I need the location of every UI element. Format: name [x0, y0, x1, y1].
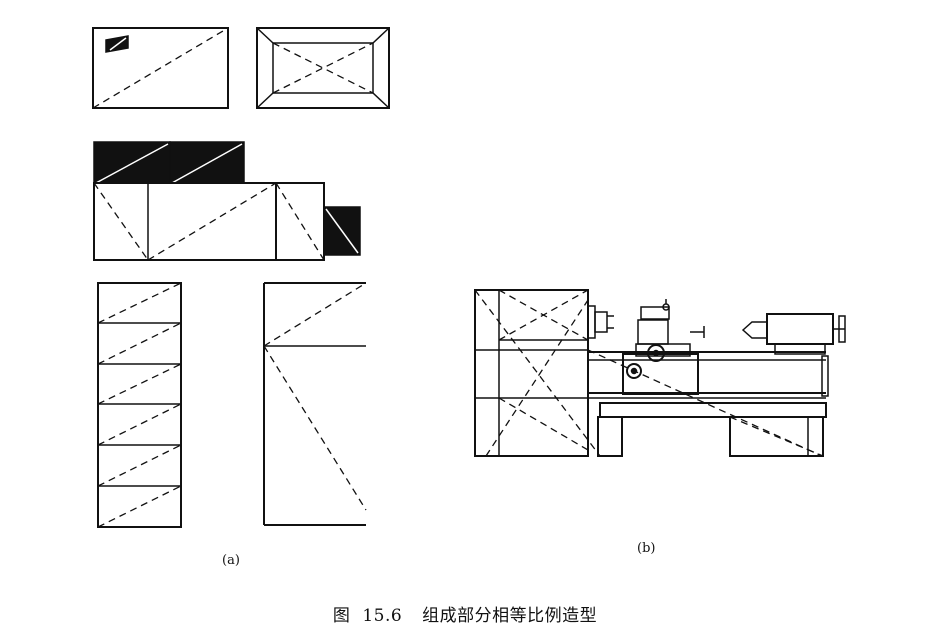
panel-b-lathe	[474, 289, 846, 457]
lathe-chuck	[587, 305, 614, 339]
proportion-diagonals	[474, 289, 824, 457]
lathe-tailstock	[741, 313, 846, 355]
proportion-rectangle	[92, 27, 229, 109]
framed-rectangle	[256, 27, 390, 109]
lathe-headstock	[474, 289, 589, 457]
figure-caption: 图 15.6 组成部分相等比例造型	[0, 601, 930, 626]
lathe-carriage	[622, 299, 705, 395]
caption-prefix: 图	[332, 606, 351, 626]
filled-block-2	[169, 141, 245, 184]
filled-block-1	[93, 141, 171, 184]
panel-a-label: (a)	[222, 553, 240, 568]
caption-text: 组成部分相等比例造型	[422, 606, 598, 626]
block-composition	[93, 141, 361, 261]
lathe-legs	[597, 416, 824, 457]
caption-number: 15.6	[362, 606, 403, 626]
stacked-column	[97, 282, 182, 528]
open-frame	[263, 282, 367, 526]
panel-b-label: (b)	[637, 541, 656, 556]
panel-a	[92, 27, 390, 528]
